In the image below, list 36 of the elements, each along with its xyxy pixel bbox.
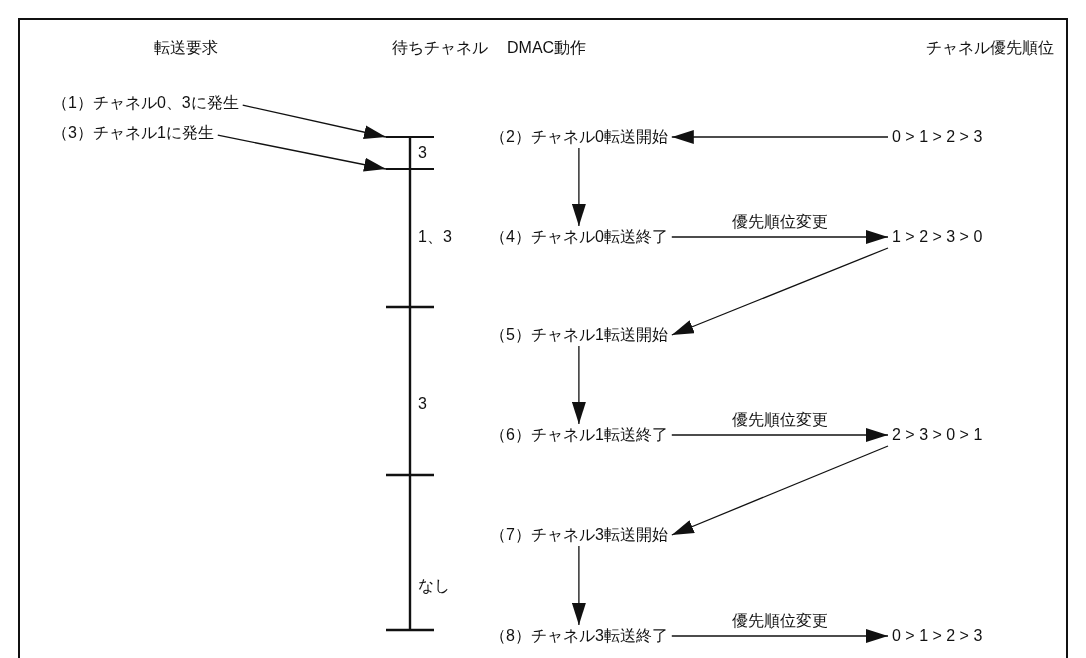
column-heading: チャネル優先順位 — [925, 38, 1055, 58]
transfer-request-text: （3）チャネル1に発生 — [48, 122, 218, 144]
edge-label: 優先順位変更 — [729, 612, 830, 630]
waiting-channel-label: 3 — [417, 143, 428, 163]
arrow — [671, 428, 889, 442]
priority-order-text: 1 > 2 > 3 > 0 — [888, 226, 987, 248]
priority-order-text: 0 > 1 > 2 > 3 — [888, 625, 987, 647]
dmac-operation-text: （5）チャネル1転送開始 — [486, 324, 672, 346]
dmac-operation-text: （8）チャネル3転送終了 — [486, 625, 672, 647]
priority-order-text: 0 > 1 > 2 > 3 — [888, 126, 987, 148]
arrow — [571, 345, 586, 425]
waiting-channel-label: 1、3 — [417, 227, 453, 247]
waiting-channel-label: 3 — [417, 394, 428, 414]
arrow — [217, 134, 387, 172]
edge-label: 優先順位変更 — [729, 411, 830, 429]
arrow — [671, 230, 889, 244]
dmac-operation-text: （6）チャネル1転送終了 — [486, 424, 672, 446]
tick-mark — [386, 136, 434, 138]
tick-mark — [386, 168, 434, 170]
dmac-operation-text: （4）チャネル0転送終了 — [486, 226, 672, 248]
edge-label: 優先順位変更 — [729, 213, 830, 231]
dmac-operation-text: （7）チャネル3転送開始 — [486, 524, 672, 546]
priority-order-text: 2 > 3 > 0 > 1 — [888, 424, 987, 446]
arrow — [671, 445, 889, 536]
arrow — [671, 629, 889, 643]
arrow — [571, 545, 586, 626]
arrow — [671, 130, 889, 144]
column-heading: DMAC動作 — [506, 38, 588, 58]
transfer-request-text: （1）チャネル0、3に発生 — [48, 92, 243, 114]
arrow — [242, 104, 387, 140]
arrow — [571, 147, 586, 227]
column-heading: 転送要求 — [153, 38, 219, 58]
arrow — [671, 247, 889, 336]
column-heading: 待ちチャネル — [391, 38, 489, 58]
waiting-channel-label: なし — [417, 576, 451, 596]
dmac-operation-text: （2）チャネル0転送開始 — [486, 126, 672, 148]
